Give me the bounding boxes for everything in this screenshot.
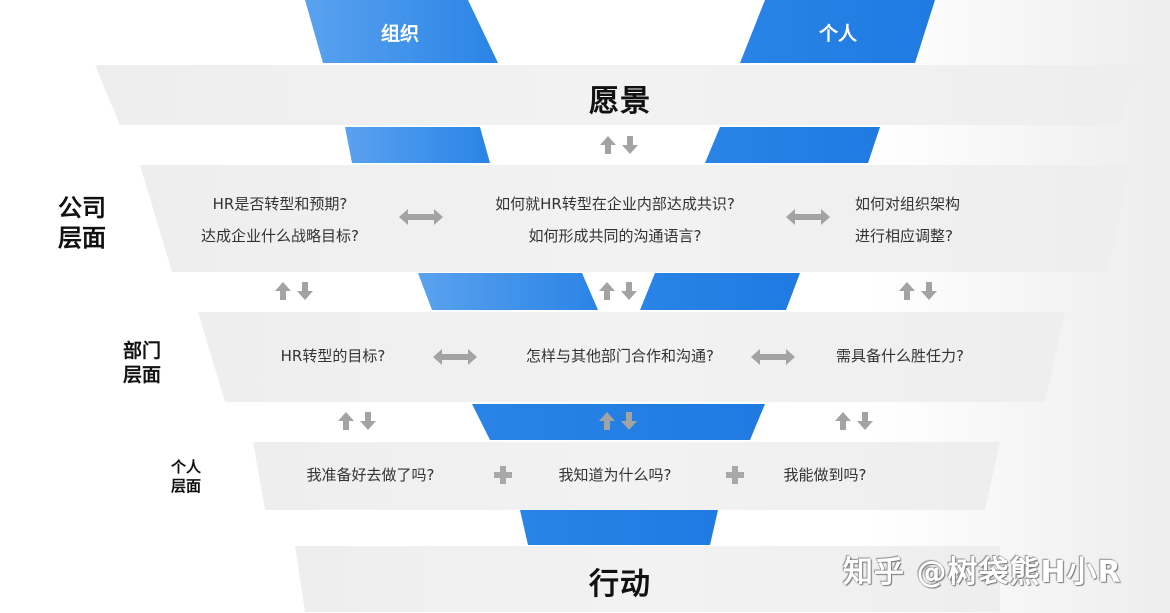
- company-q1-line2: 达成企业什么战略目标?: [201, 227, 359, 245]
- left-right-arrow-icon: [433, 349, 477, 365]
- department-band: [198, 312, 1065, 402]
- org-connector-2: [418, 273, 598, 310]
- company-q2-line2: 如何形成共同的沟通语言?: [528, 227, 702, 245]
- company-q2-line1: 如何就HR转型在企业内部达成共识?: [495, 195, 735, 213]
- personal-level-label-line2: 层面: [170, 476, 201, 495]
- company-level-label-line2: 层面: [58, 224, 106, 252]
- personal-question-2: 我知道为什么吗?: [558, 466, 672, 484]
- department-level-label: 部门 层面: [112, 340, 172, 388]
- personal-header-label: 个人: [818, 23, 857, 45]
- up-down-arrows-icon: [835, 412, 873, 430]
- up-down-arrows-icon: [275, 282, 313, 300]
- company-level-label-line1: 公司: [58, 194, 106, 222]
- department-level-label-line2: 层面: [122, 363, 161, 386]
- org-header-label: 组织: [380, 23, 419, 45]
- personal-band: [253, 442, 1000, 510]
- plus-icon: [494, 466, 512, 484]
- left-right-arrow-icon: [786, 209, 830, 225]
- company-question-2: 如何就HR转型在企业内部达成共识? 如何形成共同的沟通语言?: [455, 188, 775, 252]
- personal-header-shape: [740, 0, 935, 63]
- personal-connector-2: [640, 273, 800, 310]
- personal-level-label-line1: 个人: [170, 458, 201, 476]
- company-q3-line1: 如何对组织架构: [855, 195, 961, 213]
- up-down-arrows-icon: [899, 282, 937, 300]
- personal-question-3: 我能做到吗?: [783, 466, 867, 484]
- company-q3-line2: 进行相应调整?: [855, 227, 953, 245]
- action-band: [295, 546, 1000, 612]
- company-band: [140, 165, 1130, 272]
- plus-icon: [726, 466, 744, 484]
- department-level-label-line1: 部门: [122, 340, 161, 362]
- left-right-arrow-icon: [751, 349, 795, 365]
- vision-band: [95, 65, 1145, 125]
- department-question-3: 需具备什么胜任力?: [836, 347, 964, 365]
- org-connector-1: [345, 127, 490, 163]
- up-down-arrows-icon: [599, 282, 637, 300]
- up-down-arrows-icon: [599, 412, 637, 430]
- company-question-3: 如何对组织架构 进行相应调整?: [855, 188, 1015, 252]
- company-question-1: HR是否转型和预期? 达成企业什么战略目标?: [170, 188, 390, 252]
- watermark: 知乎 @树袋熊H小R: [843, 555, 1122, 590]
- up-down-arrows-icon: [600, 136, 638, 154]
- personal-connector-1: [705, 127, 880, 163]
- personal-question-1: 我准备好去做了吗?: [306, 466, 435, 484]
- center-connector-4: [520, 510, 718, 545]
- center-connector-3: [472, 404, 765, 440]
- action-title: 行动: [589, 567, 651, 602]
- company-level-label: 公司 层面: [52, 193, 112, 253]
- up-down-arrows-icon: [338, 412, 376, 430]
- personal-level-label: 个人 层面: [158, 458, 214, 496]
- department-question-2: 怎样与其他部门合作和沟通?: [526, 347, 714, 365]
- org-header-shape: [305, 0, 498, 63]
- company-q1-line1: HR是否转型和预期?: [212, 195, 348, 213]
- department-question-1: HR转型的目标?: [280, 347, 386, 365]
- vision-title: 愿景: [589, 84, 651, 119]
- left-right-arrow-icon: [399, 209, 443, 225]
